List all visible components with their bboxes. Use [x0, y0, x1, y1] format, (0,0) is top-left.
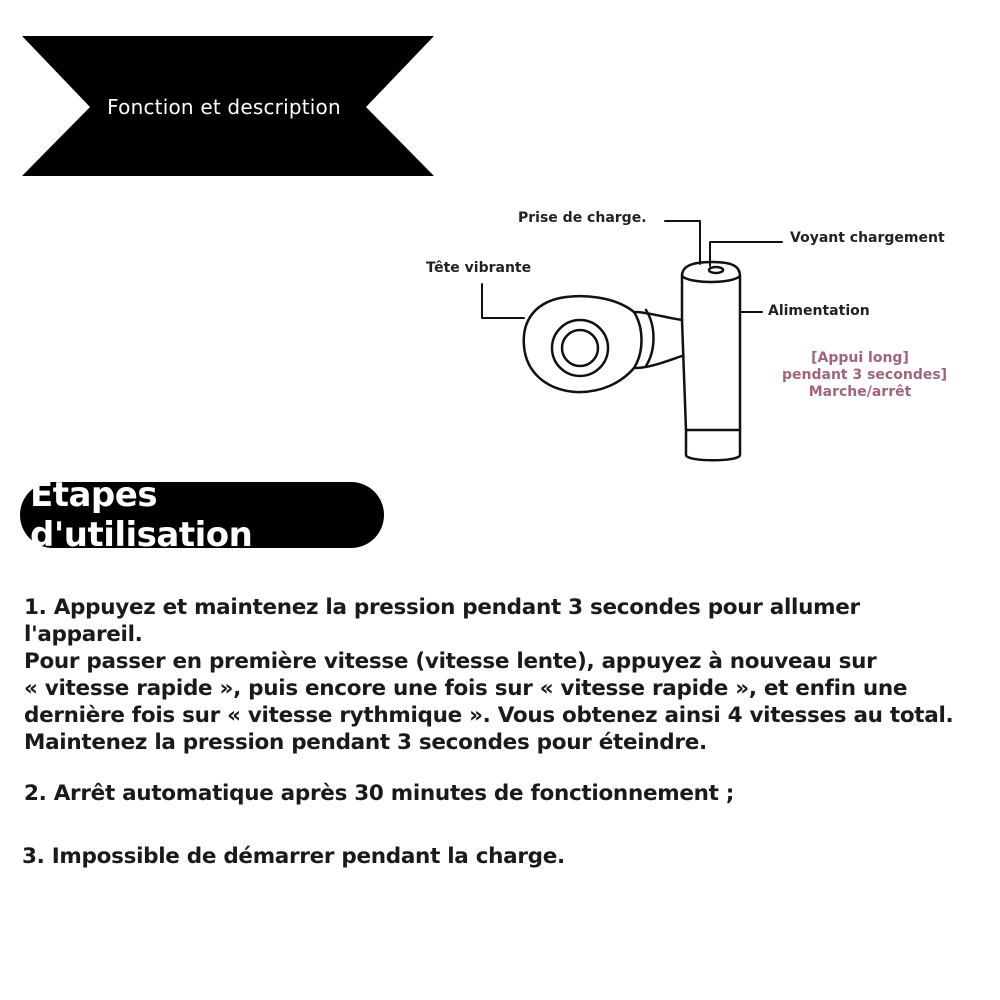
ribbon-shape	[22, 36, 434, 176]
step-2-text: 2. Arrêt automatique après 30 minutes de…	[24, 781, 735, 806]
step-1-line: dernière fois sur « vitesse rythmique ».…	[24, 703, 954, 728]
device-diagram: Prise de charge. Voyant chargement Tête …	[420, 200, 980, 470]
step-1-line: l'appareil.	[24, 622, 143, 647]
section-title: Étapes d'utilisation	[20, 475, 384, 555]
massage-gun-illustration	[481, 220, 783, 462]
step-2: 2. Arrêt automatique après 30 minutes de…	[24, 780, 984, 807]
step-1: 1. Appuyez et maintenez la pression pend…	[24, 594, 984, 756]
title-banner: Fonction et description	[20, 36, 436, 178]
label-charging-port: Prise de charge.	[518, 210, 647, 226]
power-note-line3: Marche/arrêt	[808, 384, 912, 400]
step-1-line: Pour passer en première vitesse (vitesse…	[24, 649, 877, 674]
label-power: Alimentation	[768, 303, 870, 319]
label-charging-light: Voyant chargement	[790, 230, 945, 246]
power-note-line2: pendant 3 secondes]	[782, 367, 948, 383]
power-note-line1: [Appui long]	[811, 350, 909, 366]
label-vibrating-head: Tête vibrante	[426, 260, 532, 276]
step-3: 3. Impossible de démarrer pendant la cha…	[22, 843, 982, 870]
step-1-line: « vitesse rapide », puis encore une fois…	[24, 676, 908, 701]
power-note: [Appui long] pendant 3 secondes] Marche/…	[782, 350, 948, 401]
step-3-text: 3. Impossible de démarrer pendant la cha…	[22, 844, 565, 869]
step-1-line: 1. Appuyez et maintenez la pression pend…	[24, 595, 860, 620]
step-1-line: Maintenez la pression pendant 3 secondes…	[24, 730, 707, 755]
banner-title: Fonction et description	[107, 95, 341, 119]
